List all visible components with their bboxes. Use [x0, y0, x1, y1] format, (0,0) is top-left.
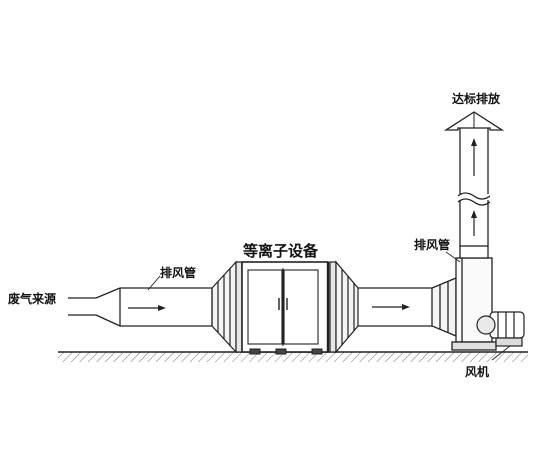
outlet-flow-arrow — [372, 304, 410, 310]
stack-duct — [457, 128, 491, 259]
leader-lines — [147, 251, 511, 361]
label-equipment: 等离子设备 — [243, 242, 319, 260]
plasma-equipment — [241, 261, 330, 355]
label-stack-duct: 排风管 — [414, 238, 451, 252]
label-emission: 达标排放 — [452, 92, 501, 106]
fan-housing — [451, 257, 497, 351]
stack-flow-arrow — [471, 138, 477, 236]
label-source: 废气来源 — [8, 292, 57, 306]
label-fan: 风机 — [465, 365, 490, 379]
outlet-transition — [329, 260, 359, 354]
label-inlet-duct: 排风管 — [160, 266, 197, 280]
outlet-duct — [358, 277, 457, 337]
fan-motor — [476, 311, 525, 347]
ground — [58, 351, 528, 362]
inlet-duct — [68, 287, 212, 327]
inlet-transition — [211, 260, 243, 354]
inlet-flow-arrow — [128, 305, 166, 311]
emission-arrow — [443, 111, 505, 131]
